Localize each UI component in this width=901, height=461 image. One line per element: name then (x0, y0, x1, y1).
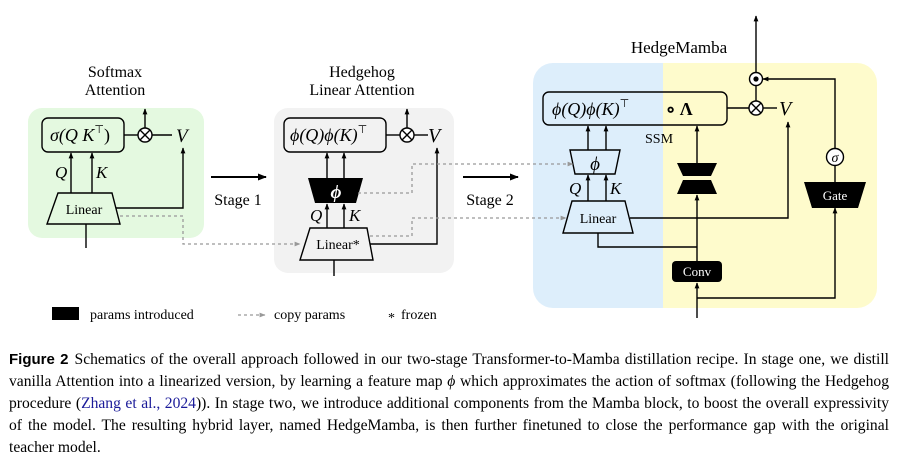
hedgehog-linear-label: Linear* (316, 238, 360, 253)
citation-link[interactable]: Zhang et al., 2024 (81, 395, 196, 412)
hedgemamba-sigma-label: σ (832, 151, 840, 166)
figure-label: Figure 2 (9, 351, 69, 368)
hedgehog-q-label: Q (310, 206, 322, 225)
softmax-k-label: K (95, 163, 109, 182)
hedgemamba-ssm-param-upper-block (677, 163, 717, 176)
legend-params-introduced-label: params introduced (90, 308, 194, 323)
hedgehog-feature-map-block (308, 178, 363, 203)
hedgemamba-v-label: V (779, 98, 794, 120)
hedgehog-linear-frozen-block (299, 227, 374, 261)
caption-phi-symbol: ϕ (447, 373, 456, 390)
copy-params-connections (120, 161, 574, 247)
distillation-diagram: Softmax Attention σ(Q K⊤) V Q K Linear S… (28, 15, 877, 326)
stage1-label: Stage 1 (214, 192, 262, 209)
stage2-transition: Stage 2 (463, 173, 519, 209)
softmax-attention-expression: σ(Q K⊤) (50, 124, 110, 146)
stage1-transition: Stage 1 (211, 173, 267, 209)
caption-text-part3: )). In stage two, we introduce additiona… (9, 395, 889, 456)
hedgemamba-feature-map-label: ϕ (590, 154, 600, 175)
softmax-title-line1: Softmax (88, 64, 142, 81)
legend: params introduced copy params * frozen (52, 307, 437, 326)
hedgemamba-conv-block (672, 261, 722, 282)
hedgehog-v-label: V (428, 125, 443, 147)
hedgemamba-linear-block (562, 200, 634, 234)
legend-frozen-label: frozen (401, 308, 437, 323)
copy-feature-map-stage2 (358, 161, 574, 194)
stage2-label: Stage 2 (466, 192, 514, 209)
softmax-linear-label: Linear (66, 203, 103, 218)
hedgemamba-decay-expression: ∘ Λ (665, 99, 693, 119)
hedgehog-title-line1: Hedgehog (329, 64, 395, 81)
hedgemamba-ssm-param-lower-block (677, 180, 717, 194)
hedgemamba-sigma-node (825, 147, 845, 167)
copy-linear-stage1 (120, 215, 301, 247)
softmax-attention-panel: Softmax Attention σ(Q K⊤) V Q K Linear (28, 64, 204, 248)
softmax-v-label: V (176, 126, 190, 147)
hedgemamba-attention-expression: ϕ(Q)ϕ(K)⊤ (552, 98, 629, 120)
hedgemamba-ssm-label: SSM (645, 132, 674, 147)
hedgemamba-panel: HedgeMamba ϕ(Q)ϕ(K)⊤ ∘ Λ SSM V ϕ Q K Lin… (533, 15, 877, 318)
softmax-q-label: Q (55, 163, 67, 182)
hedgehog-feature-map-label: ϕ (331, 182, 342, 203)
legend-frozen-symbol: * (388, 311, 395, 326)
hedgemamba-linear-attention-region (533, 63, 663, 308)
hedgehog-linear-attention-panel: Hedgehog Linear Attention ϕ(Q)ϕ(K)⊤ V ϕ … (274, 64, 454, 276)
hedgehog-attention-expression: ϕ(Q)ϕ(K)⊤ (290, 124, 367, 146)
hedgemamba-gate-label: Gate (823, 188, 848, 203)
hedgemamba-k-label: K (609, 179, 623, 198)
hedgemamba-q-label: Q (569, 179, 581, 198)
hedgemamba-title: HedgeMamba (631, 38, 728, 57)
hedgemamba-linear-label: Linear (580, 212, 617, 227)
hedgemamba-gate-block (804, 182, 866, 208)
hedgehog-title-line2: Linear Attention (309, 82, 414, 99)
legend-copy-params-label: copy params (274, 308, 345, 323)
legend-params-introduced-swatch (52, 307, 79, 320)
caption-text-part2: which approximates the action of softmax… (9, 373, 889, 412)
hedgemamba-conv-label: Conv (683, 264, 712, 279)
softmax-title-line2: Attention (85, 82, 145, 99)
hedgehog-panel-background (274, 108, 454, 273)
copy-linear-stage2 (370, 215, 567, 237)
softmax-panel-background (28, 108, 204, 238)
softmax-linear-block (46, 192, 121, 225)
caption-text-part1: Schematics of the overall approach follo… (9, 351, 889, 390)
hedgehog-k-label: K (348, 206, 362, 225)
